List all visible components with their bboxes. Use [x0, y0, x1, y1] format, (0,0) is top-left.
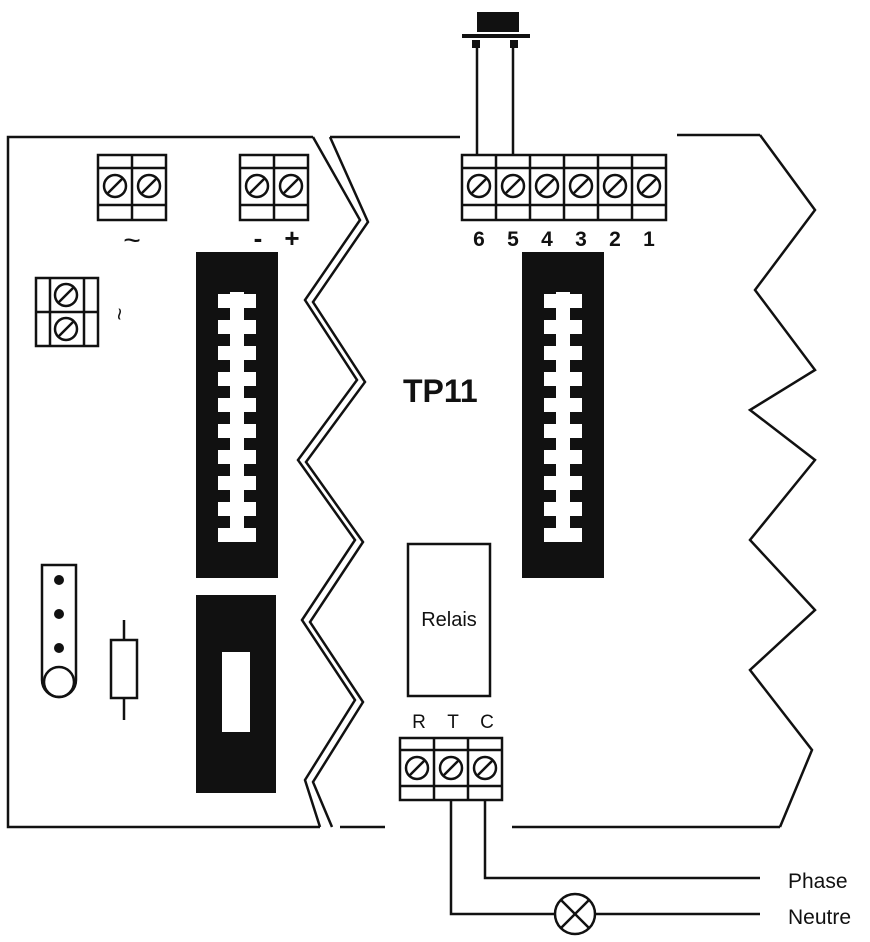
terminal-block-relay: [398, 736, 504, 802]
wire-label-neutral: Neutre: [788, 906, 851, 929]
ic-chip-left: [196, 252, 278, 578]
ic-chip-right: [522, 252, 604, 578]
terminal-label-5: 5: [507, 228, 519, 251]
plus-symbol: +: [284, 223, 299, 253]
relay-terminal-t: T: [447, 712, 459, 733]
lamp-icon: [553, 892, 597, 936]
push-button: [462, 12, 530, 155]
wire-label-phase: Phase: [788, 870, 848, 893]
indicator-capsule: [40, 563, 78, 699]
terminal-label-4: 4: [541, 228, 553, 251]
wires: [449, 800, 760, 916]
board-title: TP11: [403, 373, 478, 409]
terminal-label-2: 2: [609, 228, 621, 251]
ac-symbol-small: ~: [107, 308, 132, 321]
terminal-block-side: [34, 276, 100, 348]
minus-symbol: -: [254, 223, 263, 253]
terminal-label-1: 1: [643, 228, 655, 251]
relay-terminal-c: C: [480, 712, 494, 733]
terminal-label-6: 6: [473, 228, 485, 251]
left-board: [6, 135, 362, 829]
relay-terminal-r: R: [412, 712, 426, 733]
resistor: [109, 620, 139, 720]
relay-label: Relais: [421, 609, 477, 631]
terminal-block-ac: [96, 153, 168, 222]
middle-board: [304, 133, 817, 829]
terminal-block-dc: [238, 153, 310, 222]
relay: [406, 542, 492, 698]
ac-symbol: ~: [123, 224, 141, 257]
terminal-label-3: 3: [575, 228, 587, 251]
dark-component: [196, 595, 276, 793]
terminal-block-top: [460, 153, 668, 222]
